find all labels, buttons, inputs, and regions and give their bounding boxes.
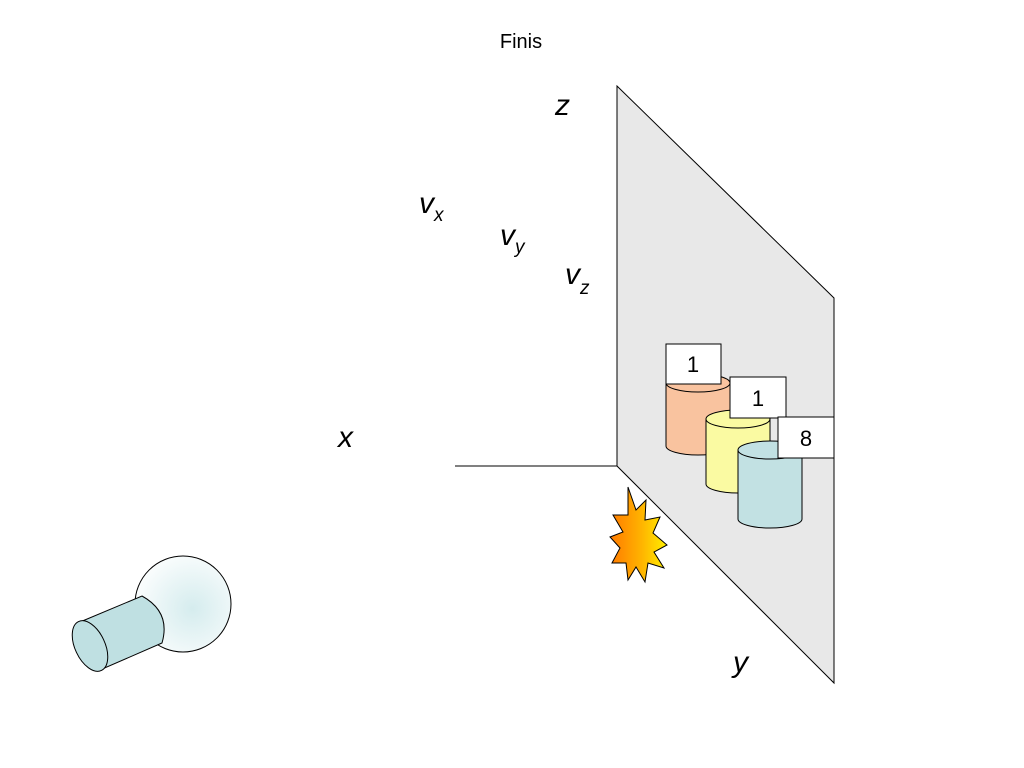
velocity-label-vz: v z [565, 258, 590, 299]
velocity-vy-sub: y [513, 237, 526, 258]
explosion-icon [609, 486, 668, 584]
axis-label-y: y [731, 646, 750, 679]
velocity-vz-sub: z [579, 278, 590, 299]
axis-label-z: z [554, 89, 570, 122]
velocity-vz-main: v [565, 258, 582, 291]
axis-label-x: x [336, 421, 354, 454]
cylinder-2-label: 1 [752, 386, 764, 411]
cylinder-1-tag [665, 343, 722, 385]
cylinder-3-tag [777, 416, 835, 459]
cylinder-2-tag [729, 376, 787, 419]
velocity-vx-main: v [419, 187, 436, 220]
cylinder-3: 8 [737, 416, 835, 529]
projector-icon [71, 555, 232, 672]
velocity-label-vx: v x [419, 187, 445, 226]
slide-title: Finis [500, 31, 542, 53]
velocity-vy-main: v [500, 219, 517, 252]
velocity-label-vy: v y [500, 219, 526, 258]
cylinder-3-body [737, 449, 803, 529]
projector-lens-face [71, 620, 109, 672]
velocity-vx-sub: x [433, 205, 445, 226]
cylinder-3-label: 8 [800, 426, 812, 451]
cylinder-1-label: 1 [687, 352, 699, 377]
